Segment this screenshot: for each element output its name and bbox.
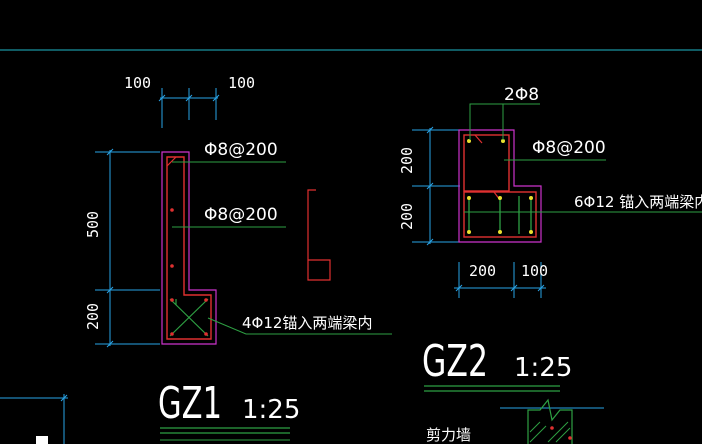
gz1-detail: 100 100 500 200 bbox=[84, 74, 392, 441]
gz1-ties bbox=[169, 298, 209, 337]
shear-wall-label: 剪力墙 bbox=[426, 426, 471, 444]
gz1-label-main-bars: 4Φ12锚入两端梁内 bbox=[242, 314, 372, 332]
gz2-outline bbox=[458, 129, 542, 243]
gz1-dim-left bbox=[95, 148, 160, 348]
gz1-label-tie-1: Φ8@200 bbox=[204, 140, 278, 160]
gz1-dim-500: 500 bbox=[84, 211, 102, 238]
gz1-leaders bbox=[172, 161, 392, 335]
gz2-detail: 200 200 200 100 bbox=[398, 85, 702, 392]
gz1-dim-top bbox=[158, 88, 220, 128]
gz2-label-main-bars: 6Φ12 锚入两端梁内 bbox=[574, 193, 702, 211]
gz2-dim-200-upper: 200 bbox=[398, 147, 416, 174]
gz1-rebar-cage bbox=[166, 156, 212, 340]
gz2-label-tie: Φ8@200 bbox=[532, 138, 606, 158]
gz2-dim-bottom bbox=[454, 262, 546, 298]
gz2-rebar-dots bbox=[467, 139, 533, 234]
gz2-dim-bottom-100: 100 bbox=[521, 262, 548, 280]
gz2-leaders bbox=[464, 103, 702, 213]
gz2-dim-200-lower: 200 bbox=[398, 203, 416, 230]
shear-wall-fragment bbox=[500, 398, 604, 444]
gz2-dim-left bbox=[412, 126, 460, 246]
gz1-title: GZ1 bbox=[158, 378, 222, 429]
gz2-dim-bottom-200: 200 bbox=[469, 262, 496, 280]
gz2-title: GZ2 bbox=[422, 336, 488, 387]
gz1-rebar-dots bbox=[170, 208, 208, 336]
left-edge-fragment bbox=[0, 394, 68, 444]
gz2-scale: 1:25 bbox=[514, 353, 572, 383]
gz1-label-tie-2: Φ8@200 bbox=[204, 205, 278, 225]
gz2-label-top-bars: 2Φ8 bbox=[504, 85, 539, 105]
gz1-outline bbox=[161, 151, 217, 345]
gz1-dim-top-left: 100 bbox=[124, 74, 151, 92]
gz2-ties bbox=[468, 196, 532, 234]
gz1-scale: 1:25 bbox=[242, 395, 300, 425]
gz1-dim-top-right: 100 bbox=[228, 74, 255, 92]
gz2-rebar-upper bbox=[463, 134, 510, 192]
gz2-rebar-lower bbox=[463, 191, 537, 238]
gz1-dim-200: 200 bbox=[84, 303, 102, 330]
gz1-tie-hook-detail bbox=[307, 189, 331, 281]
